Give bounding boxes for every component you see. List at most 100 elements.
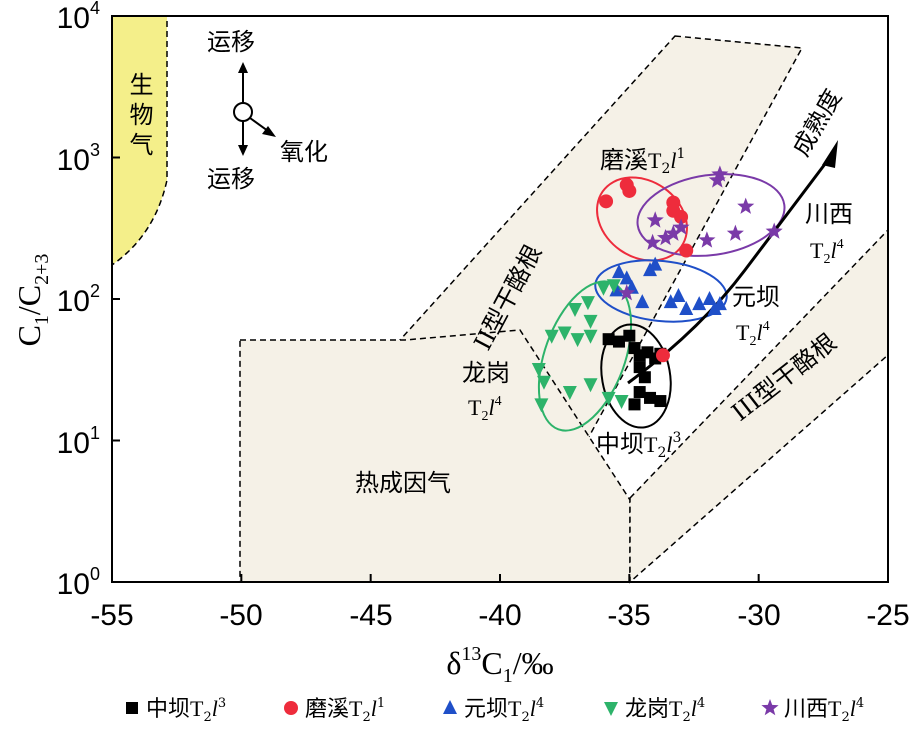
y-tick-label: 103 bbox=[57, 140, 100, 177]
data-point bbox=[583, 314, 598, 329]
legend-label: 磨溪T2l1 bbox=[305, 696, 385, 725]
data-point bbox=[583, 329, 598, 344]
data-point bbox=[655, 348, 670, 363]
data-point bbox=[602, 333, 615, 346]
data-point bbox=[562, 386, 577, 401]
longgang-sublabel: T2l4 bbox=[468, 394, 502, 424]
data-point bbox=[628, 398, 641, 411]
data-point bbox=[679, 300, 694, 315]
data-point bbox=[663, 294, 678, 309]
legend-label: 中坝T2l3 bbox=[146, 696, 226, 725]
biogenic-gas-label: 生物气 bbox=[125, 72, 153, 162]
data-point bbox=[644, 391, 657, 404]
chuanxi-label: 川西 bbox=[805, 200, 853, 228]
biogenic-gas-region bbox=[111, 15, 168, 267]
data-point bbox=[623, 329, 636, 342]
arrow-down-icon bbox=[238, 145, 248, 156]
data-point bbox=[536, 375, 551, 390]
data-point bbox=[611, 264, 626, 279]
data-point bbox=[648, 256, 663, 271]
data-point bbox=[692, 296, 707, 311]
data-point bbox=[596, 281, 611, 296]
x-tick-label: -25 bbox=[866, 599, 909, 632]
legend-marker bbox=[443, 700, 457, 714]
legend: 中坝T2l3 磨溪T2l1 元坝T2l4 龙岗T2l4 川西T2l4 bbox=[126, 696, 864, 725]
yuanba-sublabel: T2l4 bbox=[736, 319, 770, 349]
zhongba-label: 中坝T2l3 bbox=[596, 430, 681, 461]
legend-label: 川西T2l4 bbox=[784, 696, 864, 725]
data-point bbox=[657, 229, 675, 246]
y-axis-title: C1/C2+3 bbox=[11, 254, 53, 347]
data-point bbox=[568, 302, 583, 317]
y-tick-labels: 100 101 102 103 104 bbox=[57, 0, 100, 601]
data-points bbox=[531, 165, 783, 413]
data-point bbox=[671, 288, 686, 303]
data-point bbox=[531, 363, 546, 378]
x-tick-label: -30 bbox=[737, 599, 780, 632]
data-point bbox=[619, 270, 634, 285]
migration-up-label: 运移 bbox=[207, 28, 255, 56]
data-point bbox=[664, 224, 682, 241]
data-point bbox=[599, 194, 614, 209]
y-tick-label: 100 bbox=[57, 564, 100, 601]
field-labels: 磨溪T2l1 川西 T2l4 元坝 T2l4 龙岗 T2l4 中坝T2l3 bbox=[462, 146, 853, 461]
legend-label: 龙岗T2l4 bbox=[625, 696, 705, 725]
y-tick-label: 102 bbox=[57, 281, 100, 318]
x-tick-labels: -55 -50 -45 -40 -35 -30 -25 bbox=[90, 599, 909, 632]
data-point bbox=[654, 395, 667, 408]
data-point bbox=[544, 329, 559, 344]
yuanba-label: 元坝 bbox=[732, 283, 780, 311]
thermogenic-gas-label: 热成因气 bbox=[355, 469, 451, 497]
data-point bbox=[618, 284, 636, 301]
x-axis-title: δ13C1/‰ bbox=[446, 643, 553, 687]
legend-marker bbox=[604, 702, 618, 716]
data-point bbox=[580, 296, 595, 311]
data-point bbox=[601, 391, 616, 406]
data-point bbox=[557, 326, 572, 341]
type3-kerogen-region bbox=[629, 228, 889, 584]
data-point bbox=[712, 296, 727, 311]
yuanba-ellipse bbox=[594, 259, 728, 323]
data-point bbox=[679, 243, 694, 258]
oxidation-label: 氧化 bbox=[280, 138, 328, 166]
maturity-label: 成熟度 bbox=[787, 85, 847, 161]
zhongba-ellipse bbox=[600, 323, 672, 429]
data-point bbox=[638, 371, 651, 384]
data-point bbox=[609, 282, 624, 297]
y-tick-label: 104 bbox=[57, 0, 100, 35]
data-point bbox=[702, 291, 717, 305]
legend-marker bbox=[126, 702, 138, 714]
data-point bbox=[711, 165, 729, 182]
legend-label: 元坝T2l4 bbox=[464, 696, 544, 725]
data-point bbox=[644, 233, 662, 250]
data-point bbox=[570, 333, 585, 348]
data-point bbox=[583, 378, 598, 393]
data-point bbox=[708, 171, 726, 188]
chuanxi-sublabel: T2l4 bbox=[810, 237, 844, 267]
x-tick-label: -45 bbox=[349, 599, 392, 632]
data-point bbox=[674, 209, 689, 224]
data-point bbox=[633, 386, 646, 399]
data-point bbox=[622, 183, 637, 198]
longgang-label: 龙岗 bbox=[462, 359, 510, 387]
moxi-label: 磨溪T2l1 bbox=[600, 146, 685, 177]
data-point bbox=[698, 231, 716, 248]
x-tick-label: -55 bbox=[90, 599, 133, 632]
migration-down-label: 运移 bbox=[207, 165, 255, 193]
arrow-diagonal-icon bbox=[262, 126, 276, 137]
data-point bbox=[635, 294, 650, 309]
data-point bbox=[726, 224, 744, 241]
x-tick-label: -50 bbox=[219, 599, 262, 632]
x-tick-label: -35 bbox=[607, 599, 650, 632]
y-tick-label: 101 bbox=[57, 423, 100, 460]
legend-marker bbox=[761, 699, 779, 716]
origin-circle-icon bbox=[233, 102, 253, 122]
data-point bbox=[612, 335, 625, 348]
arrow-up-icon bbox=[238, 62, 248, 73]
process-diagram: 运移 运移 氧化 bbox=[207, 28, 328, 193]
data-point bbox=[606, 279, 621, 294]
data-point bbox=[646, 211, 664, 228]
legend-marker bbox=[284, 701, 298, 715]
data-point bbox=[765, 222, 783, 239]
